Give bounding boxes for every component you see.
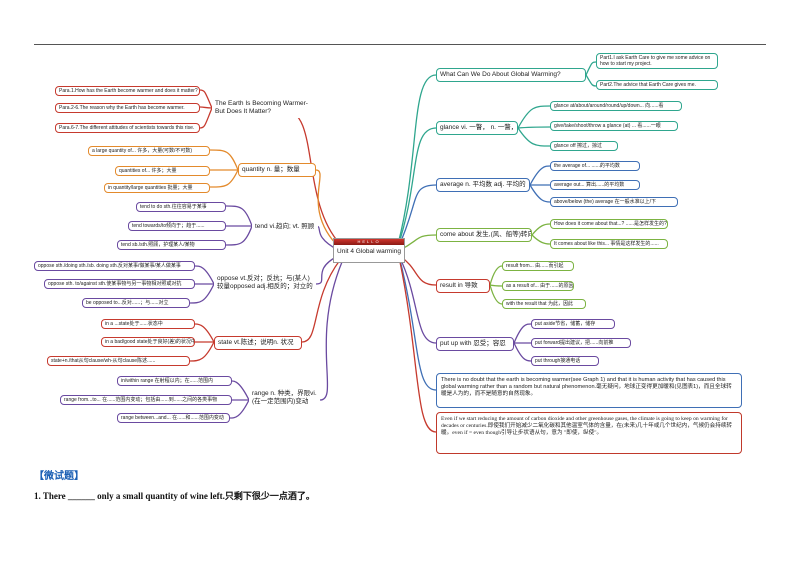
- leaf-tend-3: tend sb./sth.照顾，护理某人/某物: [117, 240, 226, 250]
- note-sentence-2: Even if we start reducing the amount of …: [436, 412, 742, 454]
- leaf-put-2: put forward提出建议，把......向前推: [531, 338, 631, 348]
- central-title: Unit 4 Global warming: [337, 248, 401, 255]
- leaf-quantity-3: in quantity/large quantities 批量；大量: [104, 183, 210, 193]
- leaf-average-2: average out... 算出......的平均数: [550, 180, 640, 190]
- leaf-average-3: above/below (the) average 在一般水准以上/下: [550, 197, 678, 207]
- branch-result-in: result in 导致: [436, 279, 490, 293]
- header-rule: [34, 44, 766, 45]
- note-sentence-1: There is no doubt that the earth is beco…: [436, 373, 742, 408]
- leaf-result-3: with the result that 为此，因此: [502, 299, 586, 309]
- branch-earth-warmer: The Earth Is Becoming Warmer-But Does It…: [212, 98, 320, 118]
- section-title: 【微试题】: [34, 471, 84, 482]
- leaf-range-1: in/within range 在射程以内；在......范围内: [117, 376, 232, 386]
- branch-average: average n. 平均数 adj. 平均的: [436, 178, 530, 192]
- leaf-quantity-2: quantities of... 许多；大量: [115, 166, 210, 176]
- question-1: 1. There ______ only a small quantity of…: [34, 491, 315, 501]
- leaf-state-3: state+n./that从句clause/wh-从句clause陈述.....…: [47, 356, 190, 366]
- branch-state: state vt.陈述；说明n. 状况: [214, 336, 302, 350]
- branch-glance: glance vi. 一瞥， n. 一瞥，扫视: [436, 121, 518, 135]
- leaf-part2: Part2.The advice that Earth Care gives m…: [596, 80, 718, 90]
- branch-oppose: oppose vt.反对；反抗；与(某人)较量opposed adj.相反的；对…: [214, 273, 316, 293]
- leaf-come-about-1: How does it come about that...? ......是怎…: [550, 219, 668, 229]
- leaf-glance-2: give/take/shoot/throw a glance (at) ... …: [550, 121, 678, 131]
- leaf-para2: Para.2-6.The reason why the Earth has be…: [55, 103, 200, 113]
- leaf-result-2: as a result of... 由于......的原因: [502, 281, 574, 291]
- leaf-range-3: range between...and... 在......和......范围内…: [117, 413, 230, 423]
- branch-range: range n. 种类，界限vi.(在一定范围内)变动: [249, 388, 320, 408]
- leaf-tend-2: tend towards/to倾向于；趋于......: [128, 221, 226, 231]
- leaf-average-1: the average of... ......的平均数: [550, 161, 640, 171]
- leaf-glance-1: glance at/about/around/round/up/down... …: [550, 101, 682, 111]
- leaf-state-1: in a ...state处于......状态中: [101, 319, 195, 329]
- branch-quantity: quantity n. 量；数量: [238, 163, 316, 177]
- leaf-para6: Para.6-7.The different attitudes of scie…: [55, 123, 200, 133]
- leaf-result-1: result from... 由......而引起: [502, 261, 574, 271]
- leaf-para1: Para.1.How has the Earth become warmer a…: [55, 86, 200, 96]
- leaf-oppose-2: oppose sth. to/against sth.使某事物与另一事物相对照或…: [44, 279, 195, 289]
- branch-put-up-with: put up with 忍受；容忍: [436, 337, 514, 351]
- leaf-state-2: in a bad/good state处于良好(差)的状况中: [101, 337, 195, 347]
- leaf-quantity-1: a large quantity of... 许多，大量(可数/不可数): [88, 146, 210, 156]
- leaf-oppose-3: be opposed to...反对......；与......对立: [82, 298, 190, 308]
- leaf-part1: Part1.I ask Earth Care to give me some a…: [596, 53, 718, 69]
- branch-come-about: come about 发生,(风、船等)转向: [436, 228, 532, 242]
- leaf-put-3: put through接通电话: [531, 356, 599, 366]
- leaf-range-2: range from...to... 在......范围内变动；包括由.....…: [60, 395, 232, 405]
- leaf-put-1: put aside节省，储蓄，储存: [531, 319, 615, 329]
- central-banner: HELLO: [334, 239, 404, 245]
- leaf-come-about-2: It comes about like this... 事情是这样发生的....…: [550, 239, 668, 249]
- leaf-glance-3: glance off 擦过，掠过: [550, 141, 618, 151]
- branch-tend: tend vi.趋向; vt. 照顾: [252, 221, 318, 233]
- leaf-tend-1: tend to do sth.往往容易于某事: [136, 202, 226, 212]
- central-topic: HELLO Unit 4 Global warming: [333, 238, 405, 263]
- leaf-oppose-1: oppose sth./doing sth./sb. doing sth.反对某…: [34, 261, 195, 271]
- branch-what-can-we-do: What Can We Do About Global Warming?: [436, 68, 586, 82]
